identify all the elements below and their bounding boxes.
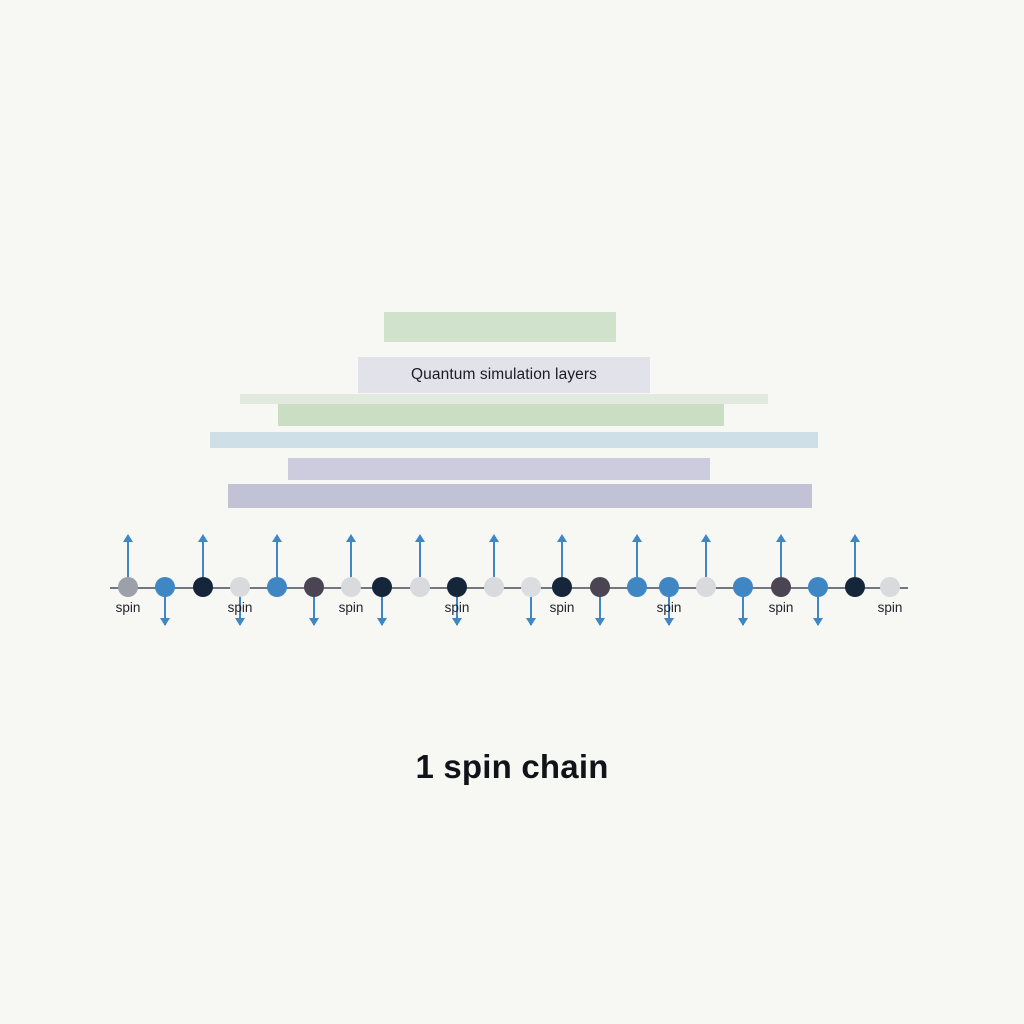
spin-arrowhead-down <box>664 618 674 626</box>
spin-arrowhead-up <box>489 534 499 542</box>
spin-arrow-up <box>561 539 563 577</box>
spin-arrow-down <box>456 587 458 625</box>
spin-site-label: spin <box>444 600 470 615</box>
spin-arrow-down <box>164 587 166 625</box>
spin-arrow-down <box>817 587 819 625</box>
spin-site[interactable] <box>552 577 572 597</box>
spin-arrowhead-up <box>632 534 642 542</box>
slab-violet-mid <box>288 458 710 480</box>
spin-site-label: spin <box>877 600 903 615</box>
slab-green-top <box>384 312 616 342</box>
spin-arrowhead-up <box>272 534 282 542</box>
spin-site[interactable] <box>808 577 828 597</box>
spin-site-label: spin <box>338 600 364 615</box>
spin-arrowhead-up <box>850 534 860 542</box>
spin-site[interactable] <box>155 577 175 597</box>
slab-blue-wide <box>210 432 818 448</box>
spin-site[interactable] <box>372 577 392 597</box>
slab-pale-wide <box>240 394 768 404</box>
spin-arrow-up <box>127 539 129 577</box>
spin-site[interactable] <box>590 577 610 597</box>
spin-arrow-up <box>636 539 638 577</box>
spin-arrow-down <box>313 587 315 625</box>
spin-site[interactable] <box>410 577 430 597</box>
chain-axis-line <box>110 587 908 589</box>
spin-arrowhead-down <box>377 618 387 626</box>
spin-site-label: spin <box>656 600 682 615</box>
spin-site[interactable] <box>118 577 138 597</box>
spin-arrow-up <box>854 539 856 577</box>
spin-site-label: spin <box>115 600 141 615</box>
spin-arrowhead-down <box>160 618 170 626</box>
spin-arrow-up <box>276 539 278 577</box>
spin-site[interactable] <box>627 577 647 597</box>
spin-arrow-down <box>668 587 670 625</box>
spin-site[interactable] <box>230 577 250 597</box>
spin-arrowhead-down <box>738 618 748 626</box>
spin-arrowhead-up <box>123 534 133 542</box>
spin-arrowhead-up <box>557 534 567 542</box>
spin-site[interactable] <box>733 577 753 597</box>
spin-arrow-down <box>530 587 532 625</box>
spin-site[interactable] <box>267 577 287 597</box>
spin-arrow-down <box>599 587 601 625</box>
slab-violet-base <box>228 484 812 508</box>
spin-arrowhead-up <box>776 534 786 542</box>
spin-site[interactable] <box>304 577 324 597</box>
spin-site-label: spin <box>227 600 253 615</box>
spin-site[interactable] <box>659 577 679 597</box>
spin-chain: spin spin spin spin spin spin spin spin <box>0 520 1024 640</box>
spin-site[interactable] <box>696 577 716 597</box>
spin-arrowhead-down <box>526 618 536 626</box>
spin-site[interactable] <box>880 577 900 597</box>
layer-stack-label-plate: Quantum simulation layers <box>358 357 650 393</box>
spin-arrow-down <box>239 587 241 625</box>
spin-arrowhead-up <box>198 534 208 542</box>
spin-site[interactable] <box>484 577 504 597</box>
spin-arrowhead-up <box>701 534 711 542</box>
spin-arrow-down <box>742 587 744 625</box>
spin-arrow-up <box>705 539 707 577</box>
spin-arrowhead-down <box>452 618 462 626</box>
spin-arrow-down <box>381 587 383 625</box>
spin-arrow-up <box>202 539 204 577</box>
spin-arrowhead-down <box>235 618 245 626</box>
spin-arrowhead-down <box>813 618 823 626</box>
spin-site[interactable] <box>193 577 213 597</box>
spin-site[interactable] <box>341 577 361 597</box>
layer-stack-label: Quantum simulation layers <box>411 366 597 383</box>
spin-arrow-up <box>350 539 352 577</box>
spin-arrowhead-down <box>309 618 319 626</box>
slab-green-mid <box>278 404 724 426</box>
spin-site[interactable] <box>845 577 865 597</box>
spin-arrow-up <box>419 539 421 577</box>
spin-site-label: spin <box>549 600 575 615</box>
spin-arrow-up <box>493 539 495 577</box>
spin-site[interactable] <box>771 577 791 597</box>
figure-caption: 1 spin chain <box>415 748 609 785</box>
spin-site-label: spin <box>768 600 794 615</box>
spin-arrow-up <box>780 539 782 577</box>
spin-site[interactable] <box>447 577 467 597</box>
spin-arrowhead-up <box>415 534 425 542</box>
layer-stack <box>0 300 1024 520</box>
spin-arrowhead-up <box>346 534 356 542</box>
spin-site[interactable] <box>521 577 541 597</box>
spin-arrowhead-down <box>595 618 605 626</box>
